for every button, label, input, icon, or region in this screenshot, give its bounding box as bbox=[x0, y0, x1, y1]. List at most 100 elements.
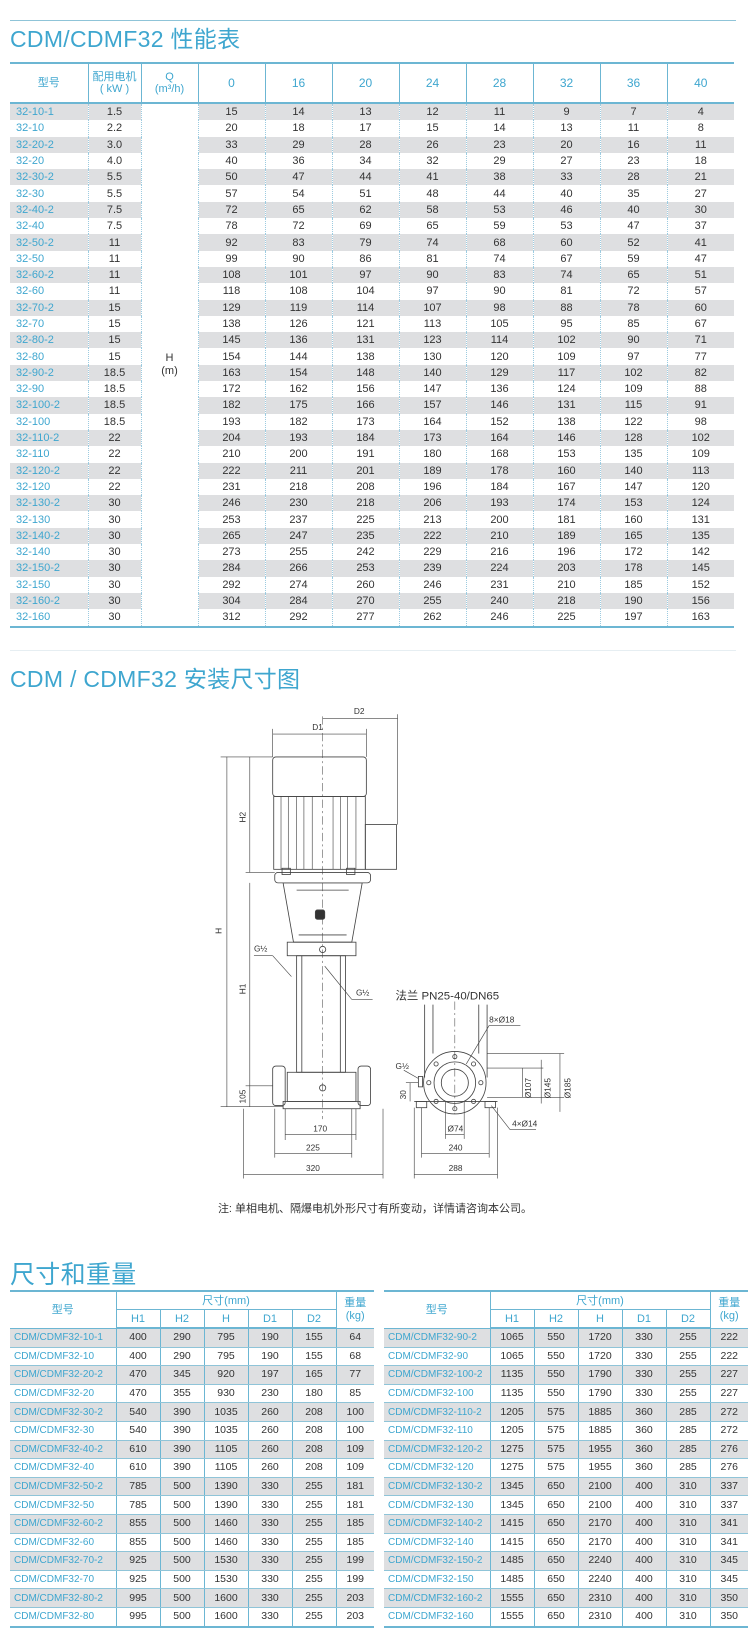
label-g-half-flange: G½ bbox=[396, 1061, 409, 1071]
value-cell: 500 bbox=[159, 1607, 204, 1628]
head-value-cell: 164 bbox=[398, 413, 466, 430]
head-value-cell: 60 bbox=[666, 299, 734, 316]
head-value-cell: 284 bbox=[264, 592, 332, 610]
head-value-cell: 14 bbox=[264, 103, 332, 121]
header-h1: H1 bbox=[489, 1309, 534, 1329]
model-cell: 32-110 bbox=[16, 448, 50, 461]
head-value-cell: 160 bbox=[532, 462, 600, 479]
value-cell: 925 bbox=[115, 1551, 160, 1571]
value-cell: 500 bbox=[159, 1514, 204, 1534]
value-cell: 1555 bbox=[489, 1607, 534, 1628]
motor-kw-cell: 5.5 bbox=[87, 169, 141, 186]
head-value-cell: 270 bbox=[331, 592, 399, 610]
model-cell: CDM/CDMF32-150 bbox=[384, 1570, 490, 1590]
value-cell: 1885 bbox=[577, 1402, 622, 1422]
model-cell: CDM/CDMF32-110 bbox=[384, 1421, 490, 1441]
head-value-cell: 166 bbox=[331, 397, 399, 414]
motor-kw-cell: 7.5 bbox=[87, 201, 141, 219]
head-value-cell: 200 bbox=[465, 511, 533, 528]
value-cell: 795 bbox=[203, 1328, 248, 1348]
head-value-cell: 33 bbox=[532, 169, 600, 186]
head-value-cell: 265 bbox=[197, 527, 265, 545]
model-cell: 32-60 bbox=[16, 285, 45, 298]
value-cell: 330 bbox=[247, 1588, 292, 1608]
value-cell: 255 bbox=[291, 1588, 336, 1608]
value-cell: 390 bbox=[159, 1421, 204, 1441]
value-cell: 155 bbox=[291, 1347, 336, 1367]
head-value-cell: 47 bbox=[666, 250, 734, 267]
model-cell: 32-140-2 bbox=[10, 527, 88, 545]
head-value-cell: 65 bbox=[599, 266, 667, 284]
front-dimension-labels: D1 D2 H H2 H1 105 G½ G½ 170 225 320 bbox=[214, 708, 370, 1173]
head-value-cell: 51 bbox=[666, 266, 734, 284]
head-value-cell: 46 bbox=[532, 201, 600, 219]
head-value-cell: 41 bbox=[398, 169, 466, 186]
head-value-cell: 34 bbox=[331, 152, 399, 170]
head-value-cell: 292 bbox=[264, 609, 332, 627]
value-cell: 920 bbox=[203, 1365, 248, 1385]
value-cell: 255 bbox=[291, 1551, 336, 1571]
head-value-cell: 15 bbox=[398, 120, 466, 137]
header-h: H bbox=[203, 1309, 248, 1329]
head-value-cell: 178 bbox=[465, 462, 533, 479]
head-value-cell: 255 bbox=[398, 592, 466, 610]
value-cell: 1390 bbox=[203, 1477, 248, 1497]
head-value-cell: 164 bbox=[465, 429, 533, 447]
motor-kw-cell: 7.5 bbox=[87, 218, 141, 235]
model-cell: CDM/CDMF32-100-2 bbox=[384, 1365, 490, 1385]
model-cell: 32-10 bbox=[16, 122, 45, 135]
motor-kw-cell: 11 bbox=[87, 283, 141, 300]
value-cell: 785 bbox=[115, 1477, 160, 1497]
head-value-cell: 246 bbox=[398, 576, 466, 593]
head-unit: (m) bbox=[161, 364, 178, 377]
head-value-cell: 53 bbox=[532, 218, 600, 235]
value-cell: 500 bbox=[159, 1495, 204, 1515]
head-value-cell: 123 bbox=[398, 332, 466, 349]
head-value-cell: 235 bbox=[331, 527, 399, 545]
head-value-cell: 157 bbox=[398, 397, 466, 414]
motor-kw-cell: 30 bbox=[87, 495, 141, 512]
flange-dimension-lines bbox=[403, 1025, 565, 1179]
head-value-cell: 181 bbox=[532, 511, 600, 528]
head-value-cell: 14 bbox=[465, 120, 533, 137]
head-value-cell: 4 bbox=[666, 103, 734, 121]
motor-kw-cell: 15 bbox=[87, 299, 141, 316]
head-value-cell: 152 bbox=[666, 576, 734, 593]
head-value-cell: 284 bbox=[197, 560, 265, 577]
head-value-cell: 44 bbox=[331, 169, 399, 186]
value-cell: 330 bbox=[621, 1365, 666, 1385]
head-value-cell: 59 bbox=[465, 218, 533, 235]
head-value-cell: 193 bbox=[264, 429, 332, 447]
model-cell: CDM/CDMF32-90 bbox=[384, 1347, 490, 1367]
value-cell: 290 bbox=[159, 1347, 204, 1367]
head-value-cell: 16 bbox=[599, 136, 667, 153]
model-cell: CDM/CDMF32-50 bbox=[10, 1495, 116, 1515]
label-288: 288 bbox=[449, 1163, 463, 1173]
header-h1: H1 bbox=[115, 1309, 160, 1329]
head-value-cell: 98 bbox=[666, 413, 734, 430]
motor-kw-cell: 15 bbox=[87, 332, 141, 349]
value-cell: 276 bbox=[709, 1440, 748, 1460]
model-cell: CDM/CDMF32-80-2 bbox=[10, 1588, 116, 1608]
value-cell: 181 bbox=[335, 1477, 374, 1497]
head-value-cell: 145 bbox=[666, 560, 734, 577]
head-label-cell: H(m) bbox=[140, 103, 198, 627]
value-cell: 310 bbox=[665, 1570, 710, 1590]
head-value-cell: 74 bbox=[465, 250, 533, 267]
header-size: 尺寸(mm) bbox=[489, 1291, 710, 1310]
head-value-cell: 230 bbox=[264, 495, 332, 512]
model-cell: CDM/CDMF32-60-2 bbox=[10, 1514, 116, 1534]
model-cell: 32-120 bbox=[16, 480, 51, 493]
head-value-cell: 29 bbox=[264, 136, 332, 153]
value-cell: 1555 bbox=[489, 1588, 534, 1608]
install-title: CDM / CDMF32 安装尺寸图 bbox=[10, 666, 301, 692]
model-cell: CDM/CDMF32-150-2 bbox=[384, 1551, 490, 1571]
